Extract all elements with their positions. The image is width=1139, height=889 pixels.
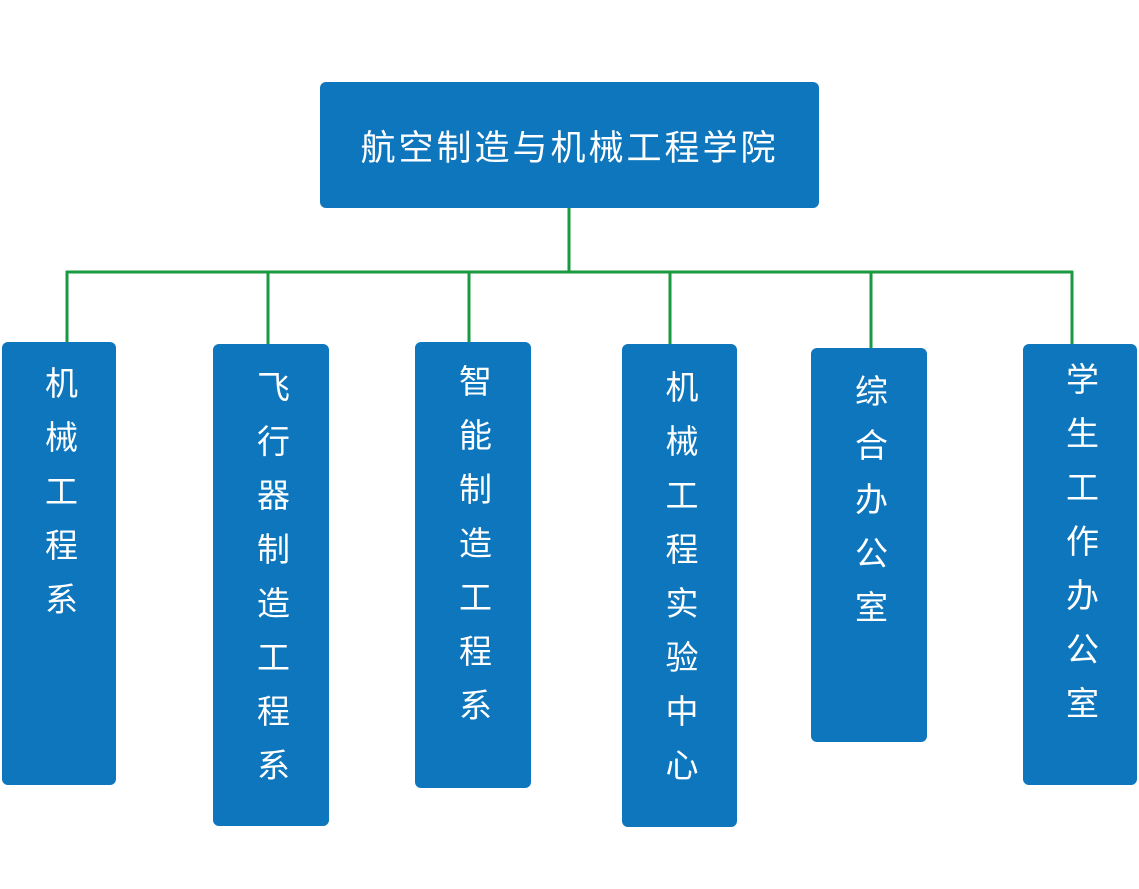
unit-node-mechanical-engineering-dept: 机械工程系: [2, 342, 116, 785]
unit-node-label: 机械工程实验中心: [660, 370, 699, 802]
unit-node-aircraft-manufacturing-dept: 飞行器制造工程系: [213, 344, 329, 826]
unit-node-label: 智能制造工程系: [453, 364, 493, 742]
unit-node-label: 机械工程系: [39, 366, 79, 636]
root-node-label: 航空制造与机械工程学院: [360, 128, 779, 169]
root-node-college: 航空制造与机械工程学院: [320, 82, 819, 208]
unit-node-label: 学生工作办公室: [1060, 362, 1100, 740]
unit-node-general-office: 综合办公室: [811, 348, 927, 742]
unit-node-label: 综合办公室: [849, 374, 889, 644]
unit-node-student-affairs-office: 学生工作办公室: [1023, 344, 1137, 785]
unit-node-label: 飞行器制造工程系: [251, 370, 291, 802]
unit-node-mechanical-lab-center: 机械工程实验中心: [622, 344, 737, 827]
unit-node-intelligent-manufacturing-dept: 智能制造工程系: [415, 342, 531, 788]
